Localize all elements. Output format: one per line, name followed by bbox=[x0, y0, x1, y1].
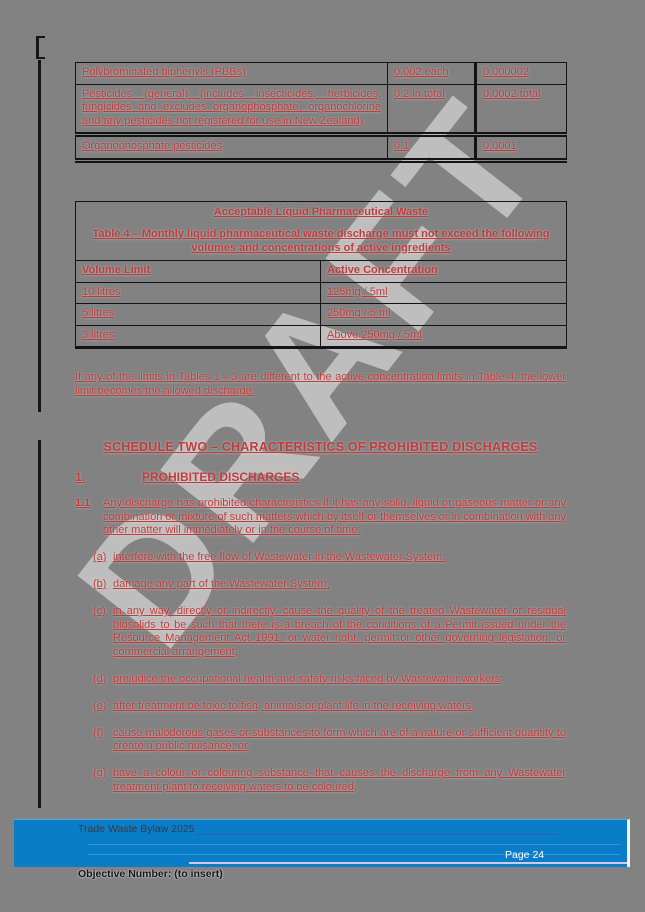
limit-cell: 0.1 bbox=[387, 134, 476, 163]
item-label: (g) bbox=[93, 767, 107, 779]
clause-text: Any discharge has prohibited characteris… bbox=[103, 497, 566, 536]
footer-document-title: Trade Waste Bylaw 2025 bbox=[78, 823, 195, 835]
footer-divider-line bbox=[88, 854, 620, 855]
list-item-e: (e) after treatment be toxic to fish, an… bbox=[75, 700, 566, 714]
section-number: 1. bbox=[75, 469, 86, 484]
table-row: Pesticides (general) (includes insectici… bbox=[75, 83, 567, 137]
footer-divider-line bbox=[196, 834, 558, 835]
table-header-row: Acceptable Liquid Pharmaceutical Waste T… bbox=[74, 200, 568, 261]
list-item-b: (b) damage any part of the Wastewater Sy… bbox=[75, 578, 566, 592]
value-cell: 0.000002 bbox=[474, 62, 567, 85]
list-item-f: (f) cause malodorous gases or substances… bbox=[75, 727, 566, 754]
item-text: cause malodorous gases or substances to … bbox=[113, 726, 566, 753]
table-row: Organophosphate pesticides 0.1 0.0001 bbox=[75, 134, 567, 163]
clause-1-1: 1.1 Any discharge has prohibited charact… bbox=[75, 497, 566, 538]
limit-cell: 0.2 in total bbox=[387, 83, 476, 137]
item-label: (c) bbox=[93, 605, 106, 617]
table-caption: Table 4 – Monthly liquid pharmaceutical … bbox=[92, 228, 550, 254]
item-label: (b) bbox=[93, 578, 107, 590]
item-text: in any way, directly or indirectly, caus… bbox=[113, 605, 566, 658]
footer-divider-line bbox=[189, 862, 627, 864]
item-text: interfere with the free flow of Wastewat… bbox=[113, 551, 446, 563]
table-title-cell: Acceptable Liquid Pharmaceutical Waste T… bbox=[74, 200, 568, 261]
table-row: 5 litres 250mg / 5 ml bbox=[75, 303, 568, 326]
value-cell: 0.0001 bbox=[474, 134, 567, 163]
substance-cell: Pesticides (general) (includes insectici… bbox=[75, 83, 388, 137]
change-bar bbox=[38, 60, 41, 412]
footer-divider-line bbox=[88, 844, 620, 845]
volume-cell: 3 litres bbox=[75, 324, 321, 349]
objective-number: Objective Number: (to insert) bbox=[78, 868, 223, 880]
table-title: Acceptable Liquid Pharmaceutical Waste bbox=[213, 205, 429, 218]
table-row: 10 litres 125mg / 5ml bbox=[75, 281, 568, 304]
page-number: Page 24 bbox=[505, 849, 545, 861]
list-item-g: (g) have a colour or colouring substance… bbox=[75, 767, 566, 794]
concentration-cell: 125mg / 5ml bbox=[319, 281, 568, 304]
item-text: damage any part of the Wastewater System… bbox=[113, 578, 330, 590]
pharmaceutical-waste-table: Acceptable Liquid Pharmaceutical Waste T… bbox=[74, 200, 568, 350]
limits-note-paragraph: If any of the limits in Tables 1 - 3 are… bbox=[75, 371, 566, 397]
column-header: Active Concentration bbox=[319, 260, 568, 283]
substance-cell: Organophosphate pesticides bbox=[75, 134, 388, 163]
item-text: after treatment be toxic to fish, animal… bbox=[113, 699, 475, 712]
column-header-row: Volume Limit Active Concentration bbox=[75, 260, 568, 283]
contaminant-limits-table: Polybrominated biphenyls (PBBs) 0.002 ea… bbox=[75, 62, 567, 163]
item-label: (d) bbox=[93, 672, 107, 685]
substance-cell: Polybrominated biphenyls (PBBs) bbox=[75, 62, 388, 85]
concentration-cell: Above 250mg / 5ml bbox=[319, 324, 568, 349]
item-text: prejudice the occupational health and sa… bbox=[113, 672, 504, 685]
item-label: (f) bbox=[93, 726, 104, 739]
schedule-two-heading: SCHEDULE TWO – CHARACTERISTICS OF PROHIB… bbox=[103, 440, 538, 454]
volume-cell: 10 litres bbox=[75, 281, 321, 304]
limit-cell: 0.002 each bbox=[387, 62, 476, 85]
column-header: Volume Limit bbox=[75, 260, 321, 283]
footer-bar: Trade Waste Bylaw 2025 Page 24 bbox=[14, 819, 630, 867]
list-item-c: (c) in any way, directly or indirectly, … bbox=[75, 605, 566, 659]
section-title: PROHIBITED DISCHARGES bbox=[142, 469, 300, 484]
clause-number: 1.1 bbox=[75, 497, 91, 509]
table-row: Polybrominated biphenyls (PBBs) 0.002 ea… bbox=[75, 62, 567, 85]
item-label: (e) bbox=[93, 699, 107, 712]
document-body: Polybrominated biphenyls (PBBs) 0.002 ea… bbox=[74, 62, 568, 794]
value-cell: 0.0002 total bbox=[474, 83, 567, 137]
list-item-a: (a) interfere with the free flow of Wast… bbox=[75, 551, 566, 565]
change-bar bbox=[38, 440, 41, 808]
table-row: 3 litres Above 250mg / 5ml bbox=[75, 324, 568, 349]
concentration-cell: 250mg / 5 ml bbox=[319, 303, 568, 326]
section-heading: 1. PROHIBITED DISCHARGES bbox=[75, 469, 566, 485]
item-text: have a colour or colouring substance tha… bbox=[113, 767, 566, 793]
list-item-d: (d) prejudice the occupational health an… bbox=[75, 673, 566, 687]
item-label: (a) bbox=[93, 551, 107, 563]
revision-bracket-mark bbox=[36, 36, 45, 59]
volume-cell: 5 litres bbox=[75, 303, 321, 326]
